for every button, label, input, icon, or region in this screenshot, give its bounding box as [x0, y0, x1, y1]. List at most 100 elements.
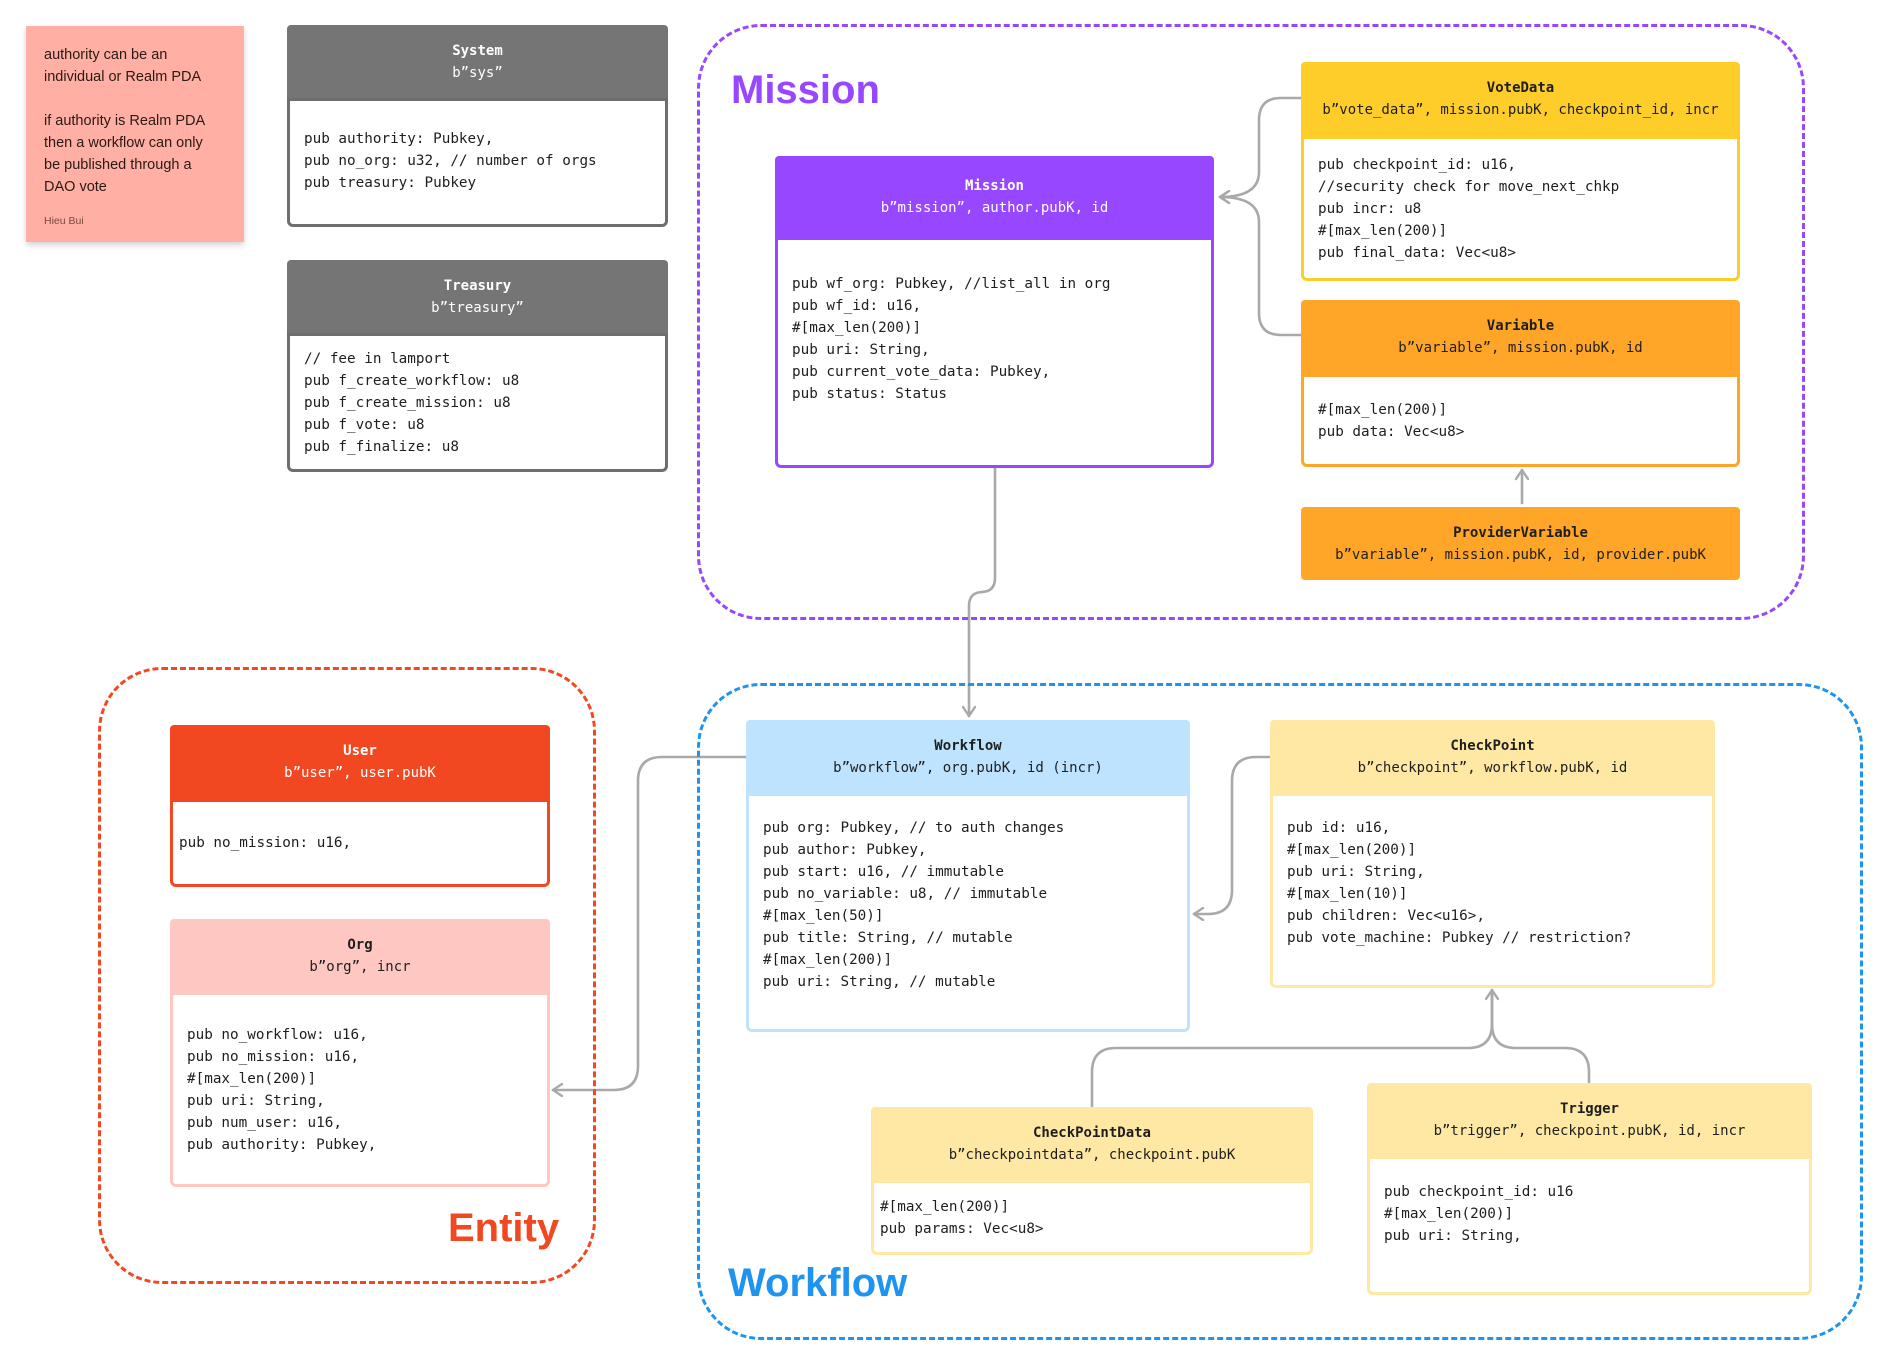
field-line: pub vote_machine: Pubkey // restriction? [1287, 929, 1632, 946]
entity-header: Workflow b”workflow”, org.pubK, id (incr) [746, 720, 1190, 793]
field-line: pub data: Vec<u8> [1318, 423, 1465, 440]
field-line: pub authority: Pubkey, [187, 1136, 377, 1153]
entity-title: VoteData [1486, 80, 1555, 96]
mission-entity[interactable]: Mission b”mission”, author.pubK, id pub wf… [775, 156, 1214, 468]
entity-body: pub no_mission: u16, [170, 799, 550, 887]
field-line: pub current_vote_data: Pubkey, [792, 363, 1051, 380]
entity-body: pub checkpoint_id: u16#[max_len(200)]pub… [1367, 1156, 1812, 1295]
entity-body: pub id: u16,#[max_len(200)]pub uri: Stri… [1270, 793, 1715, 988]
field-line: pub wf_org: Pubkey, //list_all in org [792, 275, 1111, 292]
entity-seed: b”workflow”, org.pubK, id (incr) [833, 759, 1103, 776]
entity-title: System [452, 42, 503, 59]
entity-header: Treasury b”treasury” [287, 260, 668, 333]
entity-title: User [343, 743, 377, 759]
entity-title: CheckPoint [1450, 737, 1535, 754]
entity-body: #[max_len(200)]pub params: Vec<u8> [871, 1180, 1313, 1255]
variable-entity[interactable]: Variable b”variable”, mission.pubK, id #[m… [1301, 300, 1740, 467]
entity-body: #[max_len(200)]pub data: Vec<u8> [1301, 374, 1740, 467]
field-line: pub title: String, // mutable [763, 929, 1013, 946]
mission-group [697, 24, 1805, 620]
connector-checkpoint-workflow [1192, 755, 1272, 914]
field-line: pub final_data: Vec<u8> [1318, 244, 1516, 261]
field-line: pub wf_id: u16, [792, 297, 922, 314]
entity-seed: b”trigger”, checkpoint.pubK, id, incr [1433, 1122, 1746, 1139]
field-line: // fee in lamport [304, 350, 451, 367]
field-line: pub uri: String, // mutable [763, 973, 996, 990]
entity-body: pub checkpoint_id: u16, //security check … [1301, 136, 1740, 281]
field-line: #[max_len(200)] [763, 951, 893, 968]
connector-variable-mission [1218, 197, 1303, 337]
entity-body: pub wf_org: Pubkey, //list_all in org pub… [775, 237, 1214, 468]
entity-title: Variable [1486, 318, 1555, 334]
connector-checkpointdata-checkpoint [1090, 988, 1492, 1109]
workflow-entity[interactable]: Workflow b”workflow”, org.pubK, id (incr)… [746, 720, 1190, 1032]
entity-header: Mission b”mission”, author.pubK, id [775, 156, 1214, 237]
entity-title: Org [347, 936, 373, 953]
field-line: #[max_len(200)] [792, 319, 922, 336]
entity-group [98, 667, 596, 1284]
entity-group-title: Entity [448, 1206, 560, 1250]
provider-variable-entity[interactable]: ProviderVariable b”variable”, mission.pub… [1301, 507, 1740, 580]
field-line: pub f_create_workflow: u8 [304, 372, 520, 389]
field-line: pub children: Vec<u16>, [1287, 907, 1485, 924]
treasury-entity[interactable]: Treasury b”treasury” // fee in lamport pub … [287, 260, 668, 472]
connector-workflow-org [551, 755, 748, 1090]
sticky-note-author: Hieu Bui [44, 215, 84, 227]
entity-title: ProviderVariable [1453, 524, 1588, 541]
entity-header: ProviderVariable b”variable”, mission.pub… [1301, 507, 1740, 580]
field-line: pub f_finalize: u8 [304, 438, 459, 455]
field-line: pub authority: Pubkey, [304, 130, 494, 147]
field-line: #[max_len(200)] [880, 1198, 1010, 1215]
entity-title: Mission [964, 177, 1024, 194]
field-line: #[max_len(200)] [1384, 1205, 1514, 1222]
field-line: pub f_create_mission: u8 [304, 394, 511, 411]
field-line: pub uri: String, [1384, 1227, 1522, 1244]
field-line: pub no_mission: u16, [179, 835, 352, 851]
entity-header: Variable b”variable”, mission.pubK, id [1301, 300, 1740, 374]
field-line: pub params: Vec<u8> [880, 1220, 1044, 1237]
field-line: #[max_len(10)] [1287, 885, 1408, 902]
field-line: pub treasury: Pubkey [304, 174, 477, 191]
entity-body: pub no_workflow: u16,pub no_mission: u16… [170, 992, 550, 1187]
sticky-note[interactable]: authority can be an individual or Realm … [26, 26, 244, 242]
connector-votedata-mission [1218, 96, 1303, 197]
field-line: pub no_variable: u8, // immutable [763, 885, 1048, 902]
field-line: #[max_len(200)] [1287, 841, 1417, 858]
entity-seed: b”treasury” [431, 299, 524, 316]
field-line: #[max_len(50)] [763, 907, 884, 924]
entity-seed: b”variable”, mission.pubK, id [1398, 340, 1643, 356]
connector-trigger-checkpoint [1490, 988, 1591, 1085]
entity-seed: b”mission”, author.pubK, id [880, 199, 1109, 216]
entity-title: Treasury [443, 277, 512, 294]
entity-title: Workflow [934, 737, 1002, 754]
workflow-group-title: Workflow [728, 1261, 908, 1305]
entity-seed: b”checkpointdata”, checkpoint.pubK [948, 1146, 1236, 1163]
field-line: pub no_mission: u16, [187, 1048, 360, 1065]
workflow-group [697, 683, 1863, 1340]
field-line: pub incr: u8 [1318, 200, 1422, 217]
field-line: pub checkpoint_id: u16, [1318, 156, 1516, 173]
field-line: #[max_len(200)] [1318, 401, 1448, 418]
sticky-note-text: authority can be an individual or Realm … [44, 47, 206, 195]
field-line: #[max_len(200)] [1318, 222, 1448, 239]
field-line: pub no_org: u32, // number of orgs [304, 152, 597, 169]
field-line: pub uri: String, [1287, 863, 1425, 880]
field-line: pub num_user: u16, [187, 1114, 342, 1131]
entity-seed: b”variable”, mission.pubK, id, provider.… [1335, 546, 1706, 563]
field-line: pub status: Status [792, 385, 947, 402]
entity-body: // fee in lamport pub f_create_workflow: … [287, 333, 668, 472]
field-line: //security check for move_next_chkp [1318, 178, 1620, 195]
